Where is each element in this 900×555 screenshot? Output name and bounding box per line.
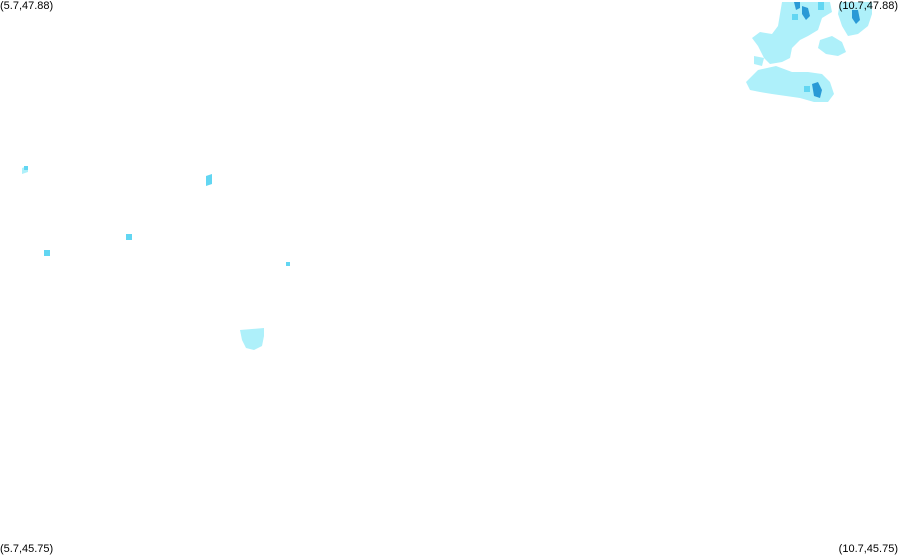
precip-cells-west (22, 166, 290, 266)
corner-label-top-left: (5.7,47.88) (0, 0, 54, 12)
precip-area-south-central (240, 328, 264, 350)
corner-label-bottom-left: (5.7,45.75) (0, 543, 54, 555)
corner-label-top-right: (10.7,47.88) (838, 0, 898, 12)
corner-label-bottom-right: (10.7,45.75) (838, 543, 898, 555)
precip-cells-northeast-heavy (792, 2, 860, 98)
